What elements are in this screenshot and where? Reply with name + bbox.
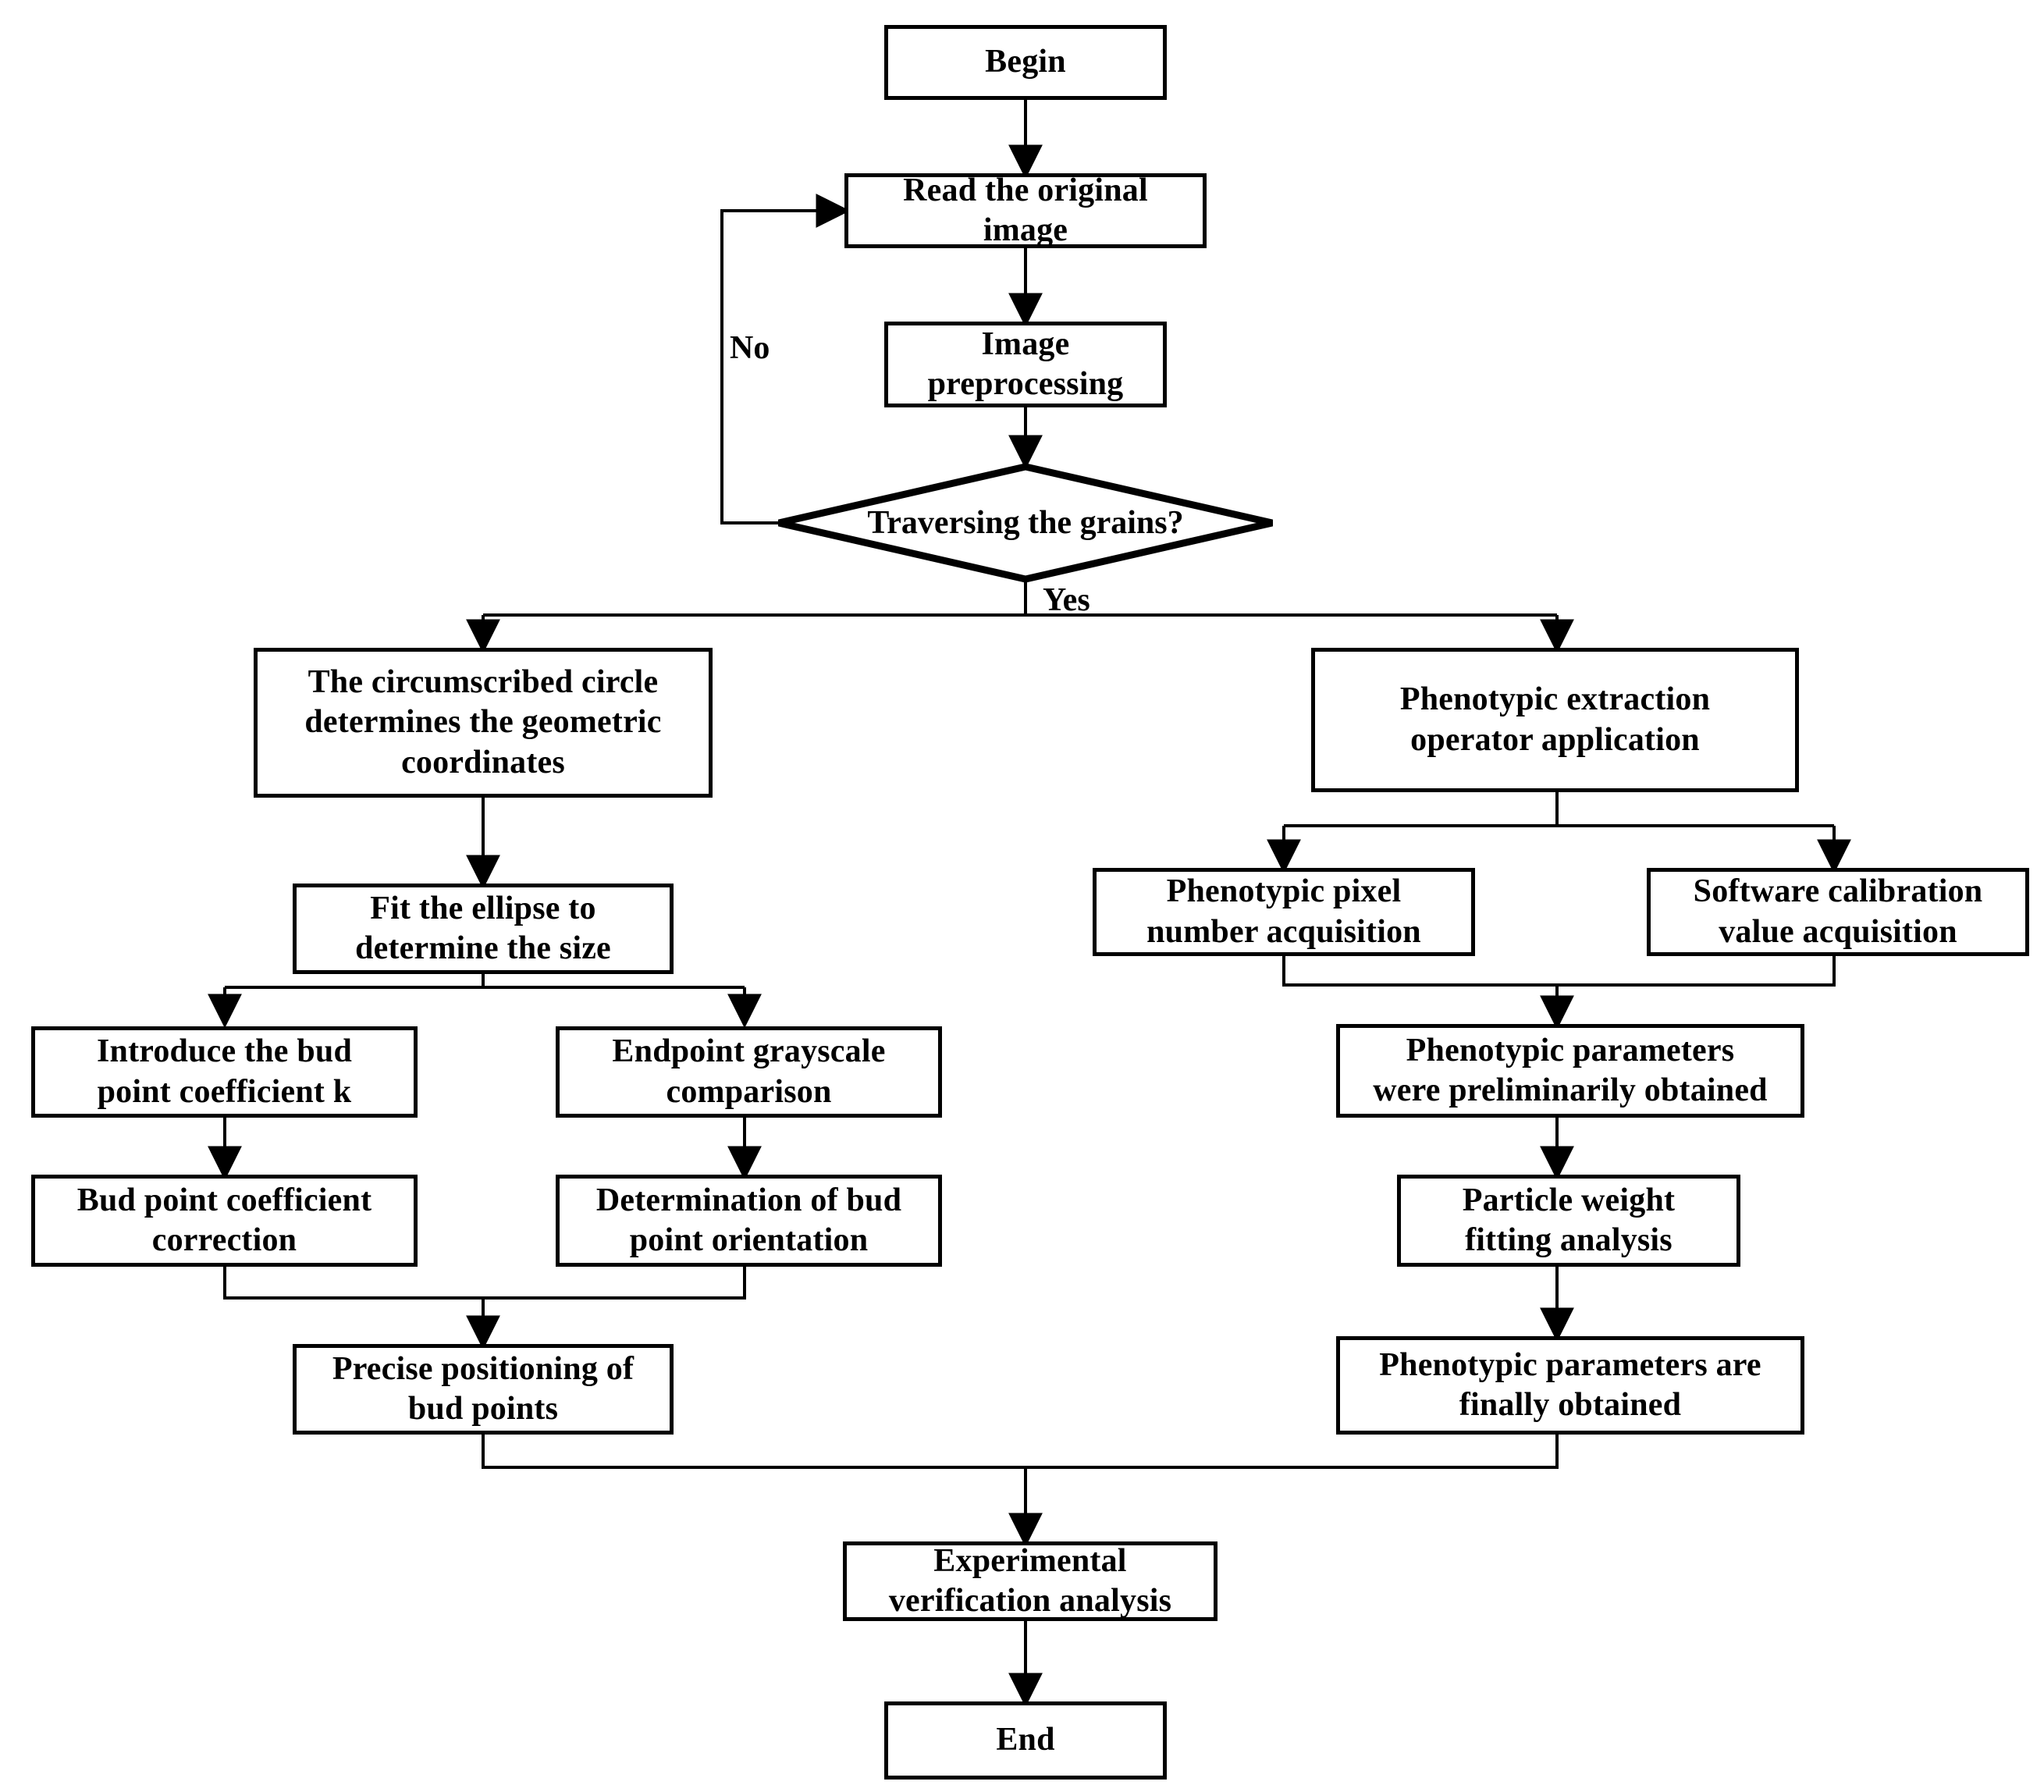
node-software-calibration-value[interactable]: Software calibration value acquisition [1647, 868, 2029, 956]
node-params-preliminarily-obtained[interactable]: Phenotypic parameters were preliminarily… [1336, 1024, 1804, 1118]
node-endpoint-grayscale-comparison[interactable]: Endpoint grayscale comparison [556, 1026, 942, 1118]
node-bud-coefficient-correction[interactable]: Bud point coefficient correction [31, 1175, 418, 1267]
node-fit-ellipse[interactable]: Fit the ellipse to determine the size [293, 884, 674, 974]
node-image-preprocessing[interactable]: Image preprocessing [884, 322, 1167, 407]
edge-merge-bud-branches [223, 1267, 746, 1300]
node-begin[interactable]: Begin [884, 25, 1167, 100]
edge-merge-pixel-calibration [1282, 956, 1836, 987]
node-particle-weight-fitting[interactable]: Particle weight fitting analysis [1397, 1175, 1740, 1267]
node-params-finally-obtained[interactable]: Phenotypic parameters are finally obtain… [1336, 1336, 1804, 1435]
node-end[interactable]: End [884, 1701, 1167, 1780]
node-introduce-bud-coefficient-k[interactable]: Introduce the bud point coefficient k [31, 1026, 418, 1118]
decision-diamond-shape [778, 463, 1273, 583]
node-phenotypic-pixel-number[interactable]: Phenotypic pixel number acquisition [1093, 868, 1475, 956]
edge-label-no: No [730, 330, 770, 366]
node-experimental-verification[interactable]: Experimental verification analysis [843, 1541, 1218, 1621]
node-decision-traversing-grains[interactable]: Traversing the grains? [779, 467, 1272, 579]
node-circumscribed-circle[interactable]: The circumscribed circle determines the … [254, 648, 713, 798]
edge-label-yes: Yes [1043, 582, 1090, 618]
node-phenotypic-extraction[interactable]: Phenotypic extraction operator applicati… [1311, 648, 1799, 792]
node-precise-positioning-bud-points[interactable]: Precise positioning of bud points [293, 1344, 674, 1435]
edge-final-merge-bar [482, 1435, 1559, 1469]
edge-no-loop [720, 194, 851, 524]
node-bud-point-orientation[interactable]: Determination of bud point orientation [556, 1175, 942, 1267]
node-read-original-image[interactable]: Read the original image [844, 172, 1207, 248]
decision-label: Traversing the grains? [867, 505, 1184, 541]
